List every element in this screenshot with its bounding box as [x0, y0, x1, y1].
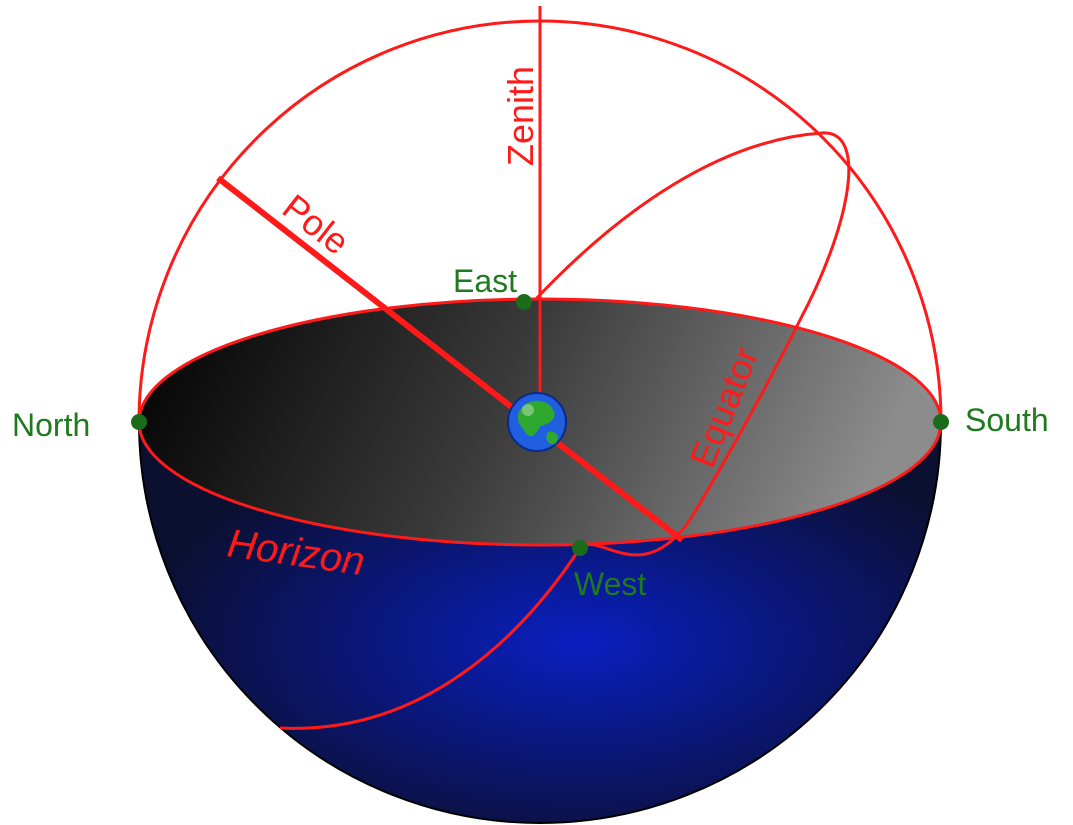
- pole-line: [216, 175, 684, 543]
- south-label: South: [965, 402, 1049, 438]
- south-dot: [933, 414, 949, 430]
- east-dot: [516, 294, 532, 310]
- meridian-circle: [137, 19, 943, 423]
- east-label: East: [453, 263, 517, 299]
- equator-arc-lower: [279, 519, 692, 730]
- west-label: West: [574, 566, 646, 602]
- zenith-label: Zenith: [500, 66, 541, 166]
- west-dot: [572, 540, 588, 556]
- north-dot: [131, 414, 147, 430]
- earth-globe-icon: [507, 392, 567, 452]
- north-label: North: [12, 407, 90, 443]
- equator-arc-upper: [533, 131, 851, 521]
